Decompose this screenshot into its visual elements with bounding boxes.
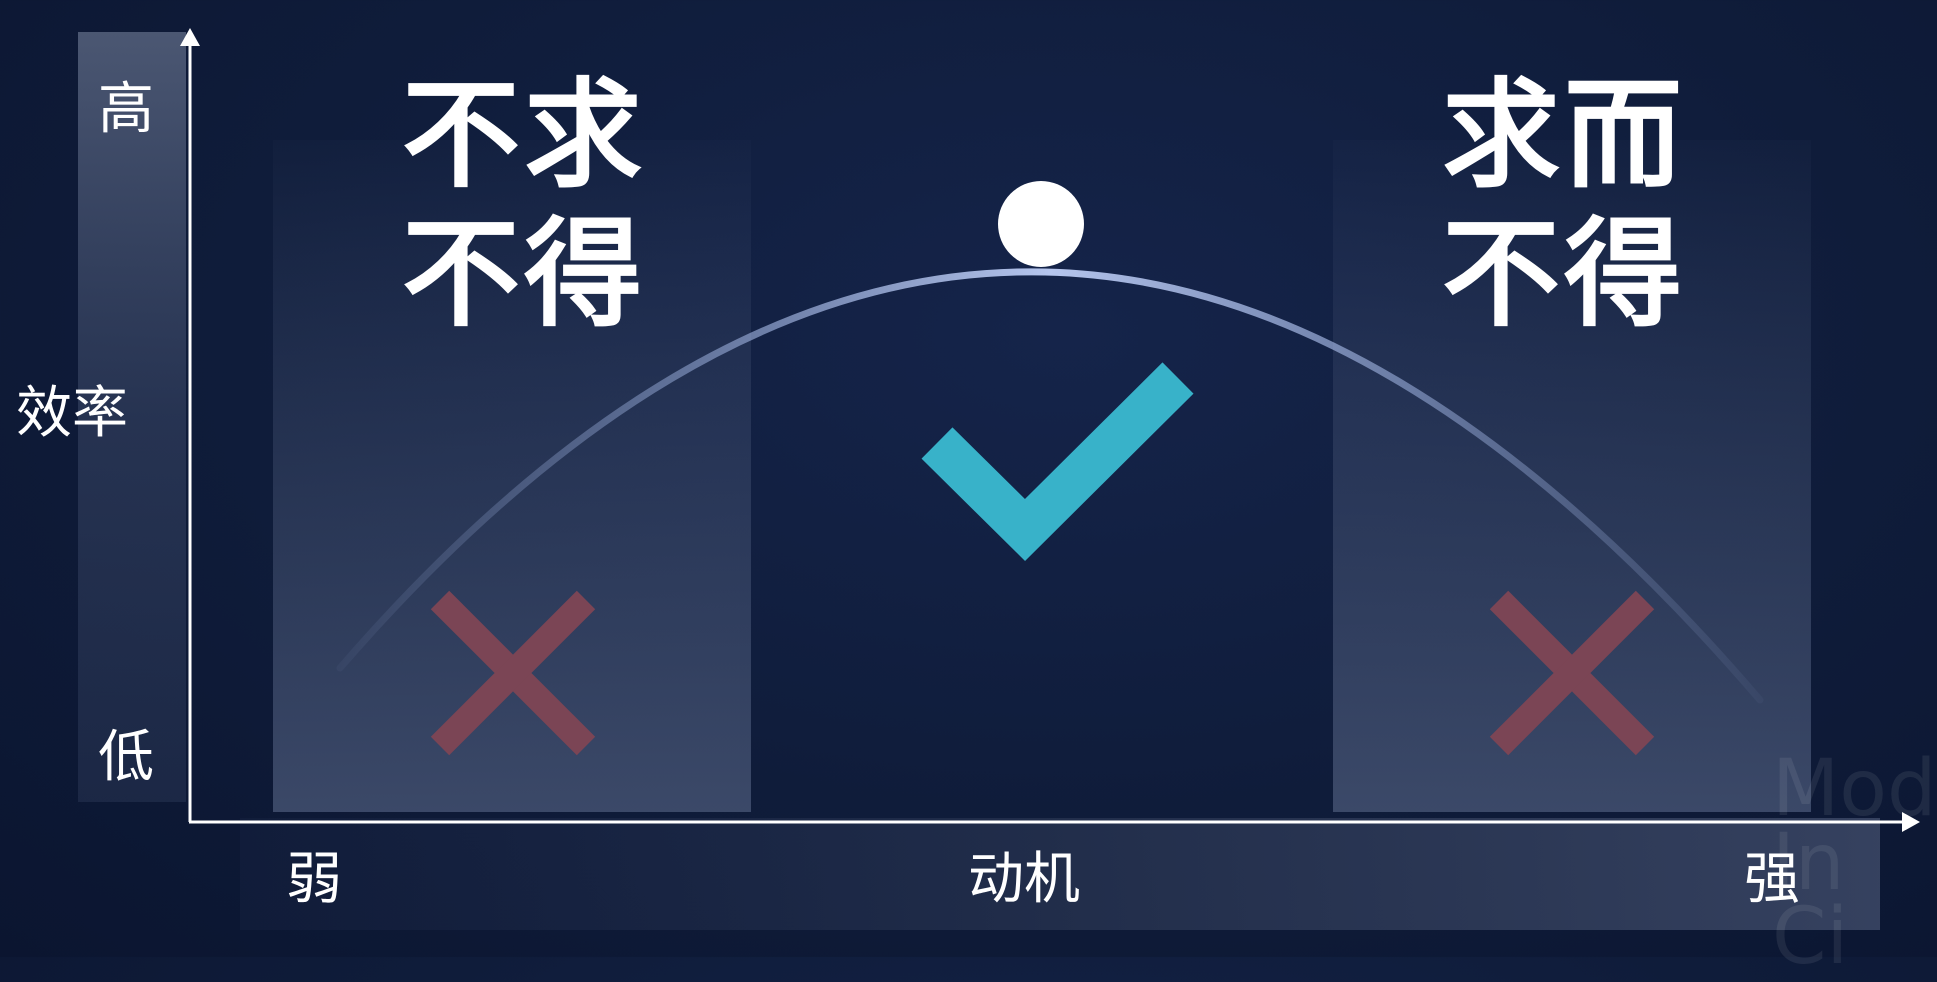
cross-icon bbox=[430, 590, 596, 756]
motivation-efficiency-diagram bbox=[78, 28, 1920, 930]
cross-icon bbox=[1489, 590, 1655, 756]
left-zone-panel bbox=[273, 140, 751, 812]
x-axis-arrow bbox=[1902, 812, 1920, 832]
y-axis-low-label: 低 bbox=[98, 725, 154, 790]
right-zone-line2: 不得 bbox=[1442, 205, 1687, 344]
y-axis-title: 效率 bbox=[16, 381, 128, 446]
left-zone-line1: 不求 bbox=[402, 66, 647, 204]
watermark-line2: In Ci bbox=[1772, 818, 1849, 982]
efficiency-curve bbox=[336, 268, 1764, 704]
check-icon bbox=[921, 362, 1194, 561]
right-zone-line1: 求而 bbox=[1442, 66, 1687, 204]
left-zone-title: 不求 不得 bbox=[402, 66, 646, 344]
left-zone-line2: 不得 bbox=[402, 205, 647, 344]
x-axis-strong-label: 强 bbox=[1744, 847, 1800, 912]
watermark: Mod In Ci bbox=[1772, 744, 1937, 982]
y-axis-high-label: 高 bbox=[98, 77, 154, 142]
x-axis-band bbox=[240, 818, 1880, 930]
peak-dot bbox=[998, 181, 1084, 267]
right-zone-title: 求而 不得 bbox=[1442, 66, 1686, 344]
x-axis-weak-label: 弱 bbox=[286, 847, 342, 912]
y-axis-band bbox=[78, 32, 186, 802]
y-axis-arrow bbox=[180, 28, 200, 46]
x-axis-title: 动机 bbox=[968, 847, 1080, 912]
right-zone-panel bbox=[1333, 140, 1811, 812]
watermark-line1: Mod bbox=[1772, 744, 1937, 834]
